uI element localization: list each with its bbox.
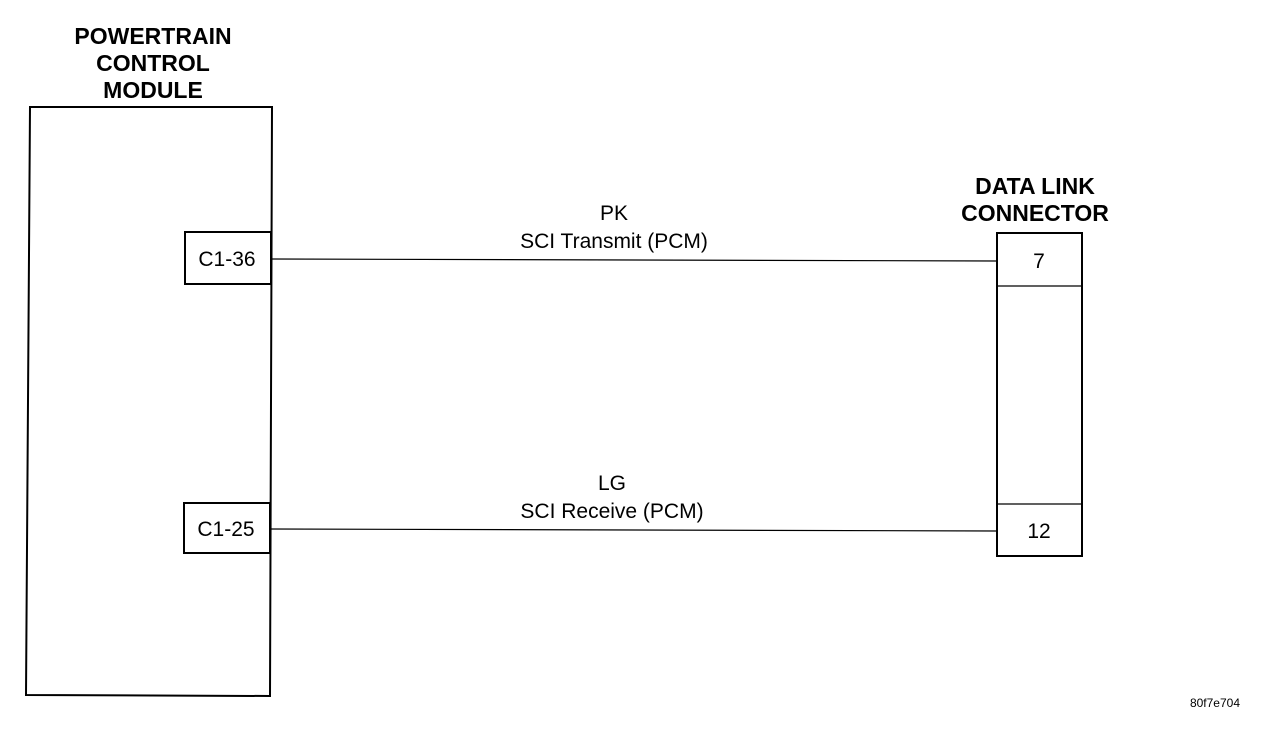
pcm-title-line-1: POWERTRAIN [74, 23, 231, 49]
dlc-title-line-1: DATA LINK [975, 173, 1095, 199]
pcm-title-line-3: MODULE [103, 77, 203, 103]
wire-receive-color-code: LG [598, 472, 626, 495]
pcm-pin-transmit-box [184, 231, 272, 285]
dlc-pin-receive-label: 12 [1027, 520, 1050, 543]
wire-transmit-color-code: PK [600, 202, 628, 225]
pcm-pin-receive-label: C1-25 [197, 518, 254, 541]
pcm-pin-receive-box [183, 502, 271, 554]
dlc-title: DATA LINK CONNECTOR [961, 173, 1109, 226]
figure-id: 80f7e704 [1190, 696, 1240, 710]
pcm-title: POWERTRAIN CONTROL MODULE [74, 23, 231, 103]
pcm-pin-transmit-label: C1-36 [198, 248, 255, 271]
pcm-pin-receive: C1-25 [183, 502, 271, 554]
wire-receive-line [269, 528, 998, 532]
wire-transmit: PK SCI Transmit (PCM) [271, 202, 998, 262]
wire-transmit-line [271, 258, 998, 262]
pcm-module-box [24, 106, 274, 698]
wire-receive: LG SCI Receive (PCM) [269, 472, 998, 532]
pcm-pin-transmit: C1-36 [184, 231, 272, 285]
wire-transmit-description: SCI Transmit (PCM) [520, 230, 708, 253]
dlc-pin-transmit-label: 7 [1033, 250, 1045, 273]
dlc-title-line-2: CONNECTOR [961, 200, 1109, 226]
wire-receive-description: SCI Receive (PCM) [520, 500, 703, 523]
pcm-title-line-2: CONTROL [96, 50, 210, 76]
dlc-connector-box [996, 232, 1083, 557]
